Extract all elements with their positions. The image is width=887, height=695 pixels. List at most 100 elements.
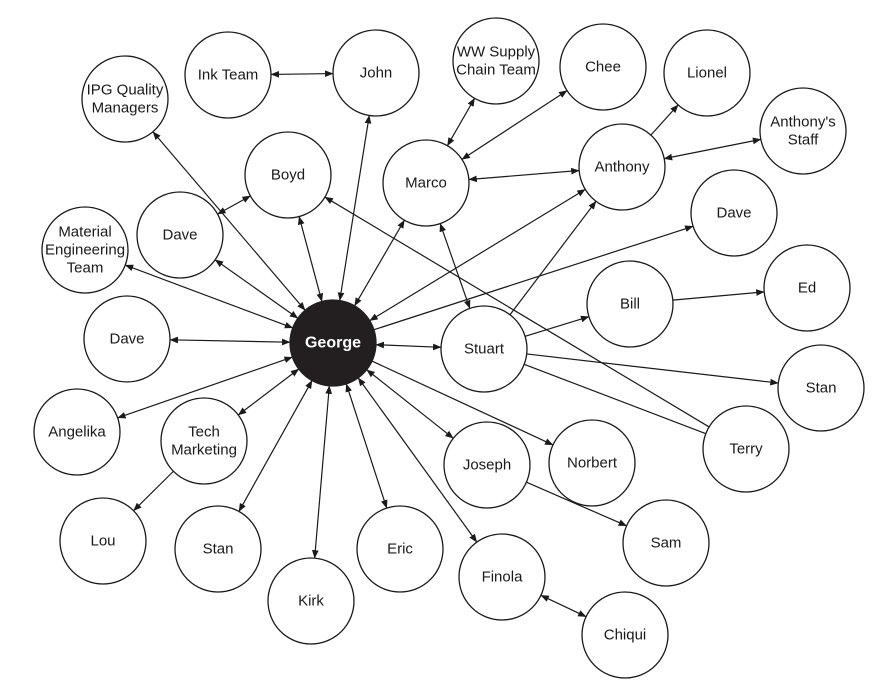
node-label: IPG Quality (87, 82, 164, 99)
node-circle (289, 299, 377, 387)
node-george: George (289, 299, 377, 387)
node-kirk: Kirk (267, 557, 355, 645)
edge-finola-chiqui (540, 594, 587, 618)
node-label: Marco (405, 175, 447, 192)
node-lou: Lou (59, 497, 147, 585)
node-label: Sam (651, 535, 682, 552)
node-circle (136, 191, 224, 279)
edge-george-anthony (369, 188, 586, 322)
node-circle (174, 505, 262, 593)
edge-marco-stuart (439, 223, 471, 309)
node-bill: Bill (586, 260, 674, 348)
node-finola: Finola (458, 533, 546, 621)
node-label: George (305, 335, 361, 352)
node-label: John (360, 65, 393, 82)
node-label: Chiqui (604, 627, 647, 644)
edge-george-angelika (117, 356, 293, 419)
edge-george-dave_tl (214, 259, 299, 319)
node-label: Engineering (45, 242, 125, 259)
node-circle (41, 206, 129, 294)
edge-george-eric (345, 383, 388, 509)
node-stan_r: Stan (777, 344, 865, 432)
node-label: WW Supply (457, 44, 536, 61)
node-circle (763, 244, 851, 332)
node-circle (160, 397, 248, 485)
node-label: Eric (387, 541, 413, 558)
node-boyd: Boyd (244, 131, 332, 219)
node-label: Staff (788, 132, 819, 149)
edge-anthony-lionel (650, 104, 679, 136)
node-ed: Ed (763, 244, 851, 332)
edges-layer (117, 70, 779, 618)
node-label: Anthony (594, 159, 650, 176)
edge-stuart-stan_r (526, 353, 779, 386)
node-circle (578, 123, 666, 211)
node-terry: Terry (702, 405, 790, 493)
node-circle (81, 55, 169, 143)
node-circle (452, 17, 540, 105)
node-label: Bill (620, 296, 640, 313)
node-marco: Marco (382, 139, 470, 227)
edge-stuart-terry (523, 363, 707, 435)
node-dave_r: Dave (690, 169, 778, 257)
node-label: Joseph (463, 457, 511, 474)
node-label: Managers (92, 100, 159, 117)
node-label: Ed (798, 280, 816, 297)
edge-boyd-dave_tl (217, 195, 251, 215)
node-circle (244, 131, 332, 219)
node-circle (440, 305, 528, 393)
node-circle (548, 419, 636, 507)
node-label: Stan (203, 541, 234, 558)
node-angelika: Angelika (33, 388, 121, 476)
node-circle (184, 31, 272, 119)
edge-marco-wwsupply (446, 97, 476, 147)
node-label: Dave (109, 331, 144, 348)
node-circle (332, 29, 420, 117)
node-label: Anthony's (770, 114, 835, 131)
node-lionel: Lionel (663, 29, 751, 117)
node-label: Team (67, 260, 104, 277)
node-label: Norbert (567, 455, 618, 472)
node-circle (777, 344, 865, 432)
node-label: Finola (482, 569, 524, 586)
node-chee: Chee (559, 23, 647, 111)
node-label: Chain Team (456, 62, 536, 79)
edge-george-joseph (366, 369, 454, 439)
edge-joseph-sam (526, 481, 627, 527)
node-label: Material (58, 224, 111, 241)
node-label: Dave (162, 227, 197, 244)
node-dave_l: Dave (83, 295, 171, 383)
node-label: Stuart (464, 341, 505, 358)
node-circle (581, 591, 669, 679)
node-circle (702, 405, 790, 493)
node-dave_tl: Dave (136, 191, 224, 279)
node-eric: Eric (356, 505, 444, 593)
node-circle (382, 139, 470, 227)
node-circle (663, 29, 751, 117)
node-label: Lionel (687, 65, 727, 82)
node-anthony: Anthony (578, 123, 666, 211)
node-circle (33, 388, 121, 476)
node-john: John (332, 29, 420, 117)
node-joseph: Joseph (443, 421, 531, 509)
node-stuart: Stuart (440, 305, 528, 393)
node-sam: Sam (622, 499, 710, 587)
node-circle (690, 169, 778, 257)
node-circle (458, 533, 546, 621)
node-circle (586, 260, 674, 348)
edge-george-dave_l (169, 336, 291, 346)
edge-george-kirk (311, 385, 333, 559)
node-label: Ink Team (198, 67, 259, 84)
node-norbert: Norbert (548, 419, 636, 507)
edge-george-stan_b (238, 380, 313, 512)
node-label: Kirk (298, 593, 324, 610)
edge-stuart-anthony (509, 200, 597, 316)
edge-stuart-bill (524, 315, 590, 337)
edge-george-norbert (371, 360, 554, 446)
node-label: Stan (806, 380, 837, 397)
node-circle (759, 87, 847, 175)
